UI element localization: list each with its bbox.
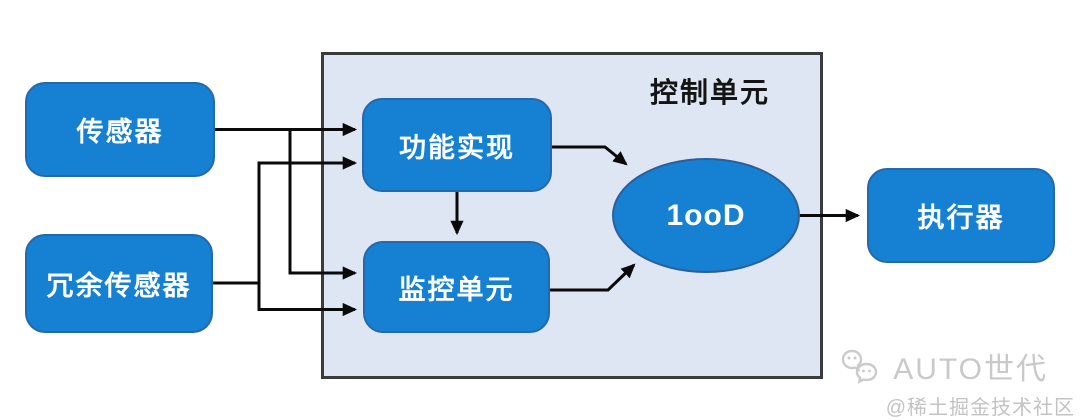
edge-sensor-to-monitor [288,129,358,280]
node-sensor-label: 传感器 [76,117,164,147]
node-sensor: 传感器 [25,82,215,177]
node-voter-1ood: 1ooD [612,158,800,273]
node-actuator: 执行器 [867,168,1055,263]
node-function-impl: 功能实现 [362,98,552,192]
node-monitor-unit: 监控单元 [363,241,550,333]
watermark-brand-row: AUTO世代 [840,344,1048,388]
edge-monitor-to-voter [550,263,636,292]
edge-redundant-to-function [213,156,358,285]
watermark-brand-text: AUTO世代 [893,353,1048,386]
watermark: AUTO世代 @稀土掘金技术社区 [840,344,1075,420]
watermark-community-text: @稀土掘金技术社区 [885,397,1075,419]
node-monitor-unit-label: 监控单元 [398,274,515,305]
control-unit-title: 控制单元 [649,77,770,108]
edge-function-to-voter [552,145,628,166]
node-redundant-sensor: 冗余传感器 [25,234,213,333]
node-function-impl-label: 功能实现 [399,132,515,163]
node-redundant-sensor-label: 冗余传感器 [46,271,192,301]
wechat-icon [842,349,878,384]
node-actuator-label: 执行器 [917,203,1005,233]
edge-redundant-to-monitor [257,283,358,317]
node-voter-1ood-label: 1ooD [666,198,746,232]
